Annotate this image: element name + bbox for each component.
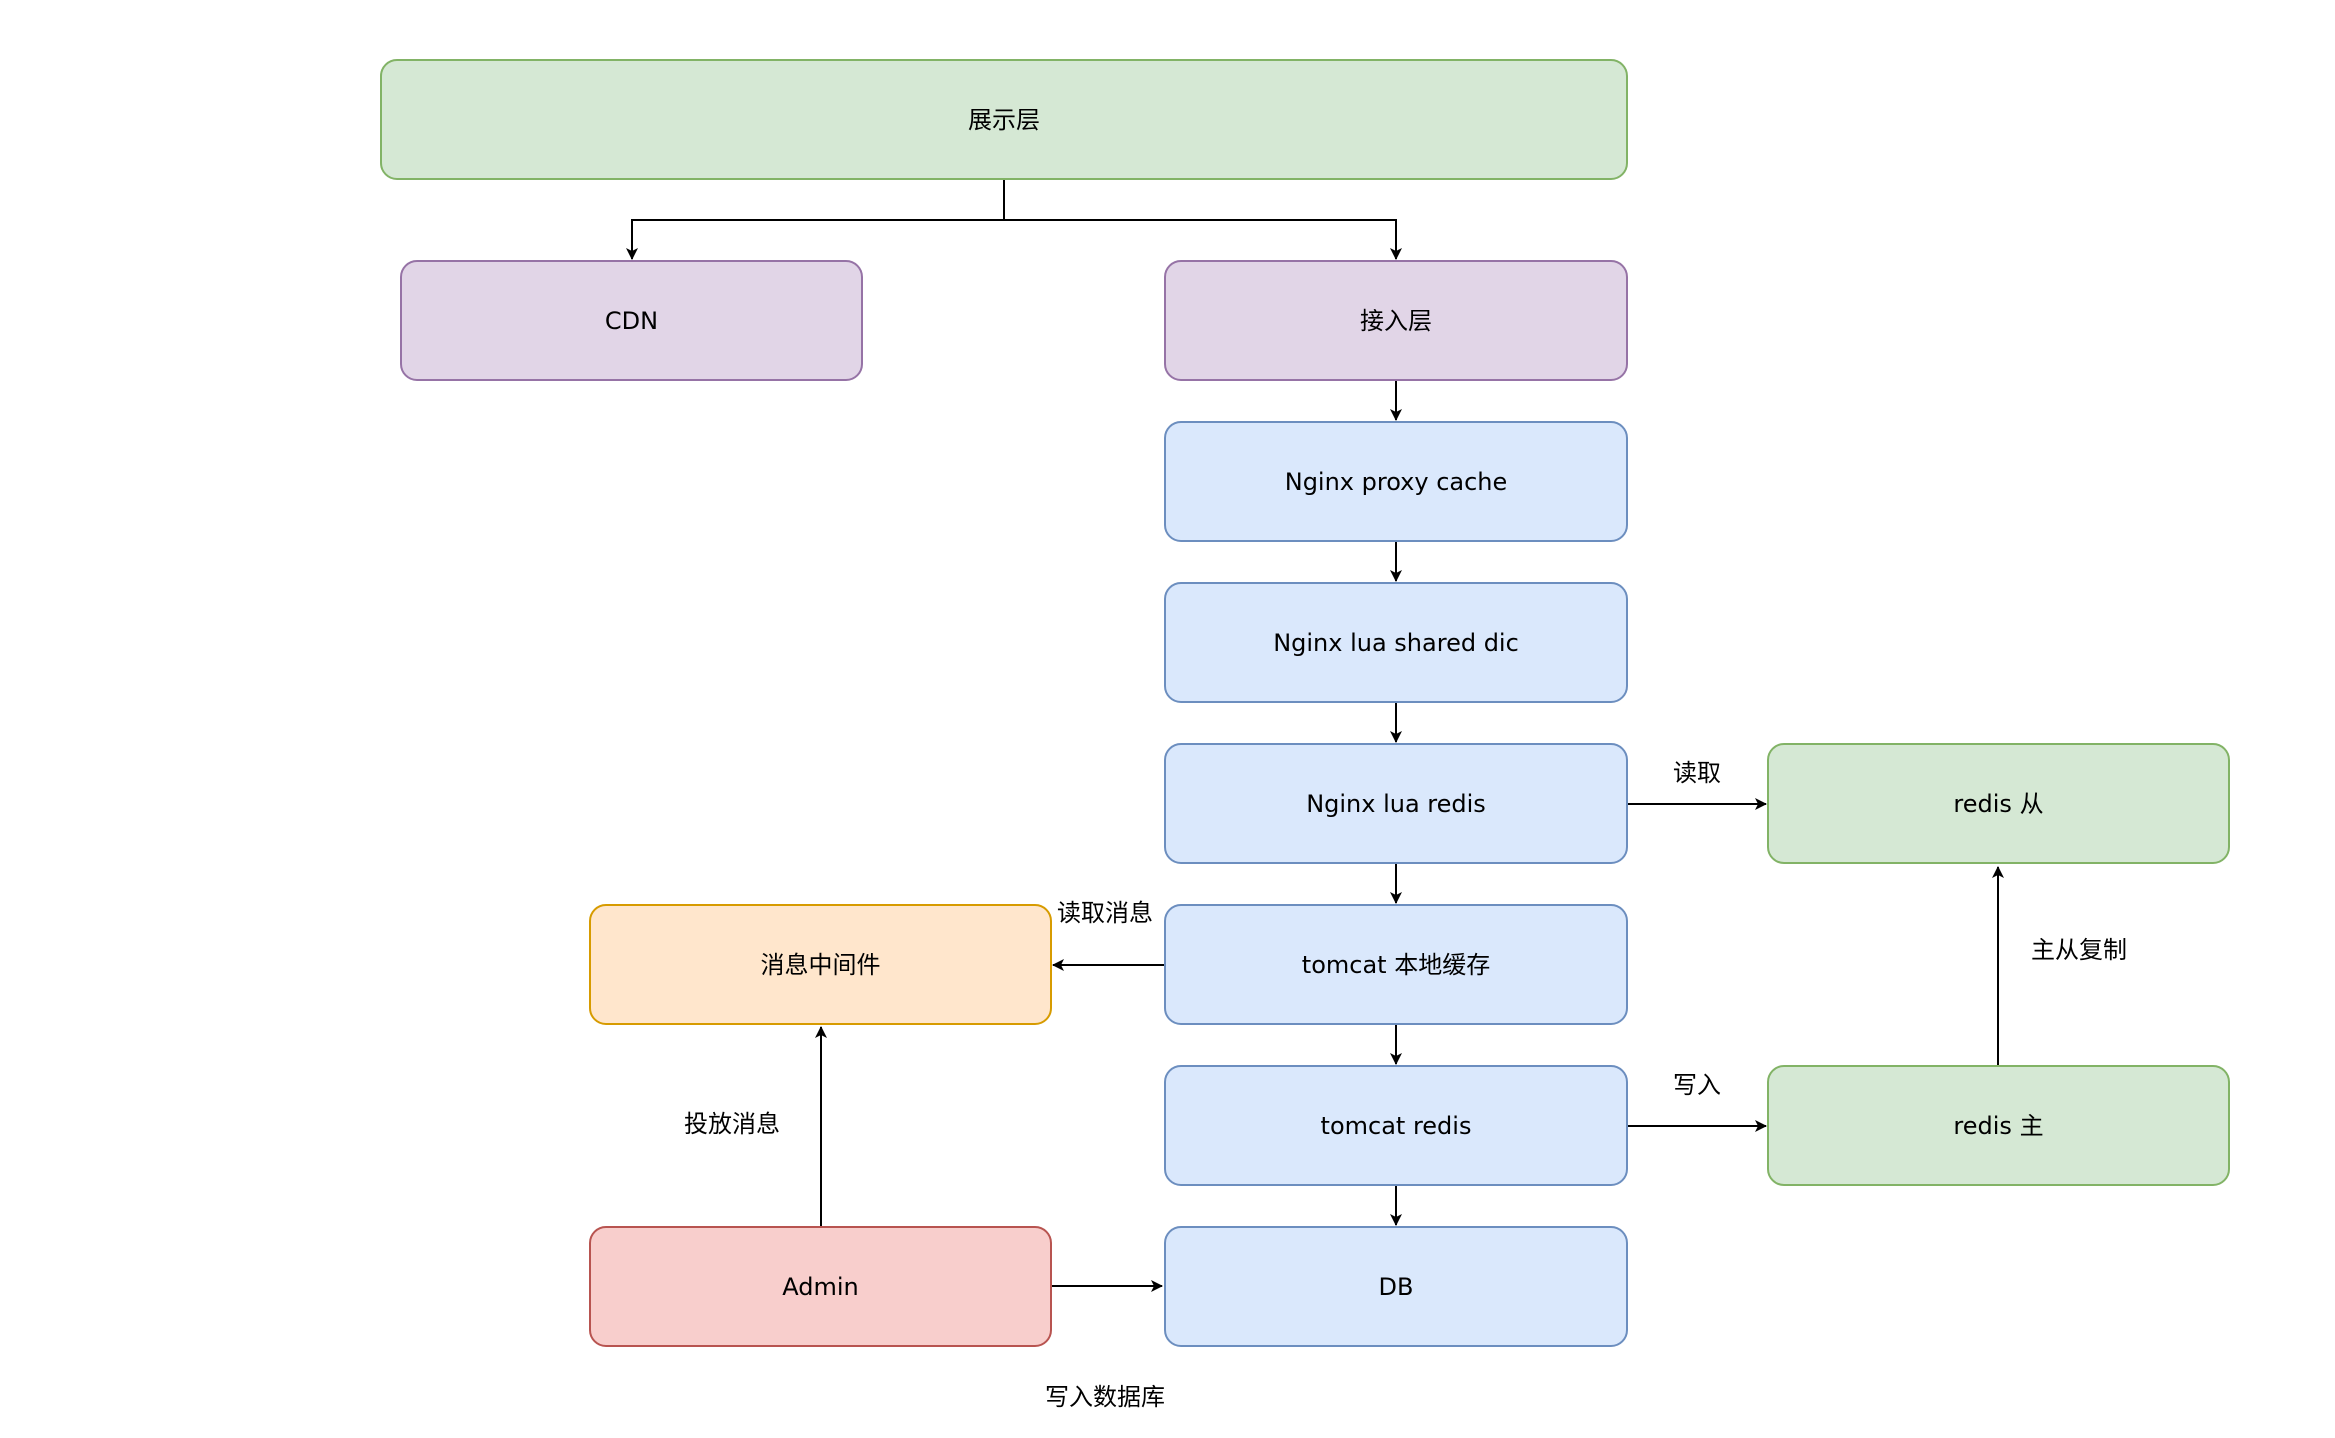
edge-label-master-slave-replication: 主从复制 <box>2031 936 2127 964</box>
tomcat-redis-node: tomcat redis <box>1164 1065 1628 1186</box>
nginx-proxy-cache-label: Nginx proxy cache <box>1284 467 1508 496</box>
access-layer-label: 接入层 <box>1360 306 1432 335</box>
admin-node: Admin <box>589 1226 1052 1347</box>
edge-presentation-to-cdn <box>626 180 1005 260</box>
edge-label-read-message: 读取消息 <box>1057 899 1153 927</box>
cdn-label: CDN <box>604 306 659 335</box>
edge-presentation-to-access <box>1004 219 1402 260</box>
nginx-proxy-cache-node: Nginx proxy cache <box>1164 421 1628 542</box>
message-middleware-node: 消息中间件 <box>589 904 1052 1025</box>
nginx-lua-shared-dic-label: Nginx lua shared dic <box>1273 628 1519 657</box>
nginx-lua-shared-dic-node: Nginx lua shared dic <box>1164 582 1628 703</box>
access-layer-node: 接入层 <box>1164 260 1628 381</box>
presentation-layer-label: 展示层 <box>968 105 1040 134</box>
message-middleware-label: 消息中间件 <box>760 950 881 979</box>
redis-master-label: redis 主 <box>1953 1111 2044 1140</box>
tomcat-local-cache-label: tomcat 本地缓存 <box>1301 950 1491 979</box>
db-node: DB <box>1164 1226 1628 1347</box>
redis-master-node: redis 主 <box>1767 1065 2230 1186</box>
nginx-lua-redis-node: Nginx lua redis <box>1164 743 1628 864</box>
edge-label-write-db: 写入数据库 <box>1045 1383 1165 1411</box>
edge-label-read: 读取 <box>1673 759 1721 787</box>
presentation-layer-node: 展示层 <box>380 59 1628 180</box>
redis-slave-label: redis 从 <box>1953 789 2044 818</box>
redis-slave-node: redis 从 <box>1767 743 2230 864</box>
admin-label: Admin <box>782 1272 859 1301</box>
tomcat-local-cache-node: tomcat 本地缓存 <box>1164 904 1628 1025</box>
edge-label-publish-message: 投放消息 <box>684 1110 780 1138</box>
edge-label-write: 写入 <box>1673 1071 1721 1099</box>
tomcat-redis-label: tomcat redis <box>1320 1111 1472 1140</box>
cdn-node: CDN <box>400 260 863 381</box>
db-label: DB <box>1378 1272 1414 1301</box>
nginx-lua-redis-label: Nginx lua redis <box>1306 789 1486 818</box>
